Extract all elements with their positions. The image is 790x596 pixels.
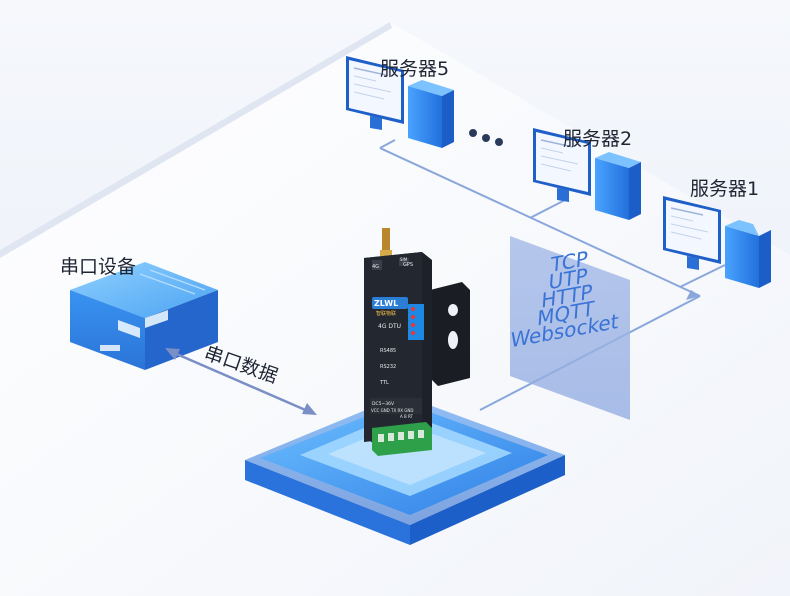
dtu-terminal-sub-labels: A B RT — [400, 414, 414, 419]
status-led-panel — [408, 304, 424, 340]
dtu-printed-text: 4G GPS SIM ZLWL 智联物联 4G DTU RS485 RS232 … — [371, 257, 414, 419]
dtu-antenna-4g-label: 4G — [372, 264, 379, 270]
server1-workstation — [663, 196, 771, 288]
serial-data-arrow — [165, 348, 317, 415]
dtu-model-text: 4G DTU — [378, 323, 401, 330]
server2-workstation — [533, 128, 641, 220]
arrowhead-right-icon — [302, 403, 317, 415]
serial-device-label: 串口设备 — [60, 256, 137, 278]
server1-label: 服务器1 — [690, 178, 760, 200]
protocol-panel — [510, 236, 630, 420]
server5-link-line — [379, 139, 396, 149]
server1-tower — [725, 226, 759, 288]
dtu-antenna-gps-label: GPS — [403, 262, 413, 268]
dtu-power-label: DC5~36V — [372, 401, 395, 407]
server1-link-line — [679, 264, 726, 288]
server-backbone-line — [379, 147, 701, 297]
dtu-sim-label: SIM — [400, 257, 408, 262]
dtu-device — [364, 228, 470, 456]
dtu-rs485-title: RS485 — [380, 348, 396, 354]
dtu-ttl-title: TTL — [379, 380, 389, 386]
dtu-brand-sub-text: 智联物联 — [376, 310, 396, 317]
server2-tower — [595, 158, 629, 220]
dtu-brand-text: ZLWL — [374, 299, 398, 308]
antenna-icon — [382, 228, 390, 254]
more-servers-dots-icon — [469, 129, 503, 146]
device-platform — [245, 395, 565, 545]
dtu-terminal-labels: VCC GND TX RX GND — [371, 408, 413, 413]
uplink-arrowhead-icon — [686, 290, 700, 300]
server5-workstation — [346, 56, 454, 148]
server5-label: 服务器5 — [380, 58, 450, 80]
arrowhead-left-icon — [165, 348, 180, 360]
server2-link-line — [529, 199, 566, 219]
serial-device-box — [70, 262, 218, 370]
server5-tower — [408, 86, 442, 148]
dtu-rs232-title: RS232 — [380, 364, 396, 370]
server2-label: 服务器2 — [563, 128, 633, 150]
brand-logo — [372, 297, 408, 309]
